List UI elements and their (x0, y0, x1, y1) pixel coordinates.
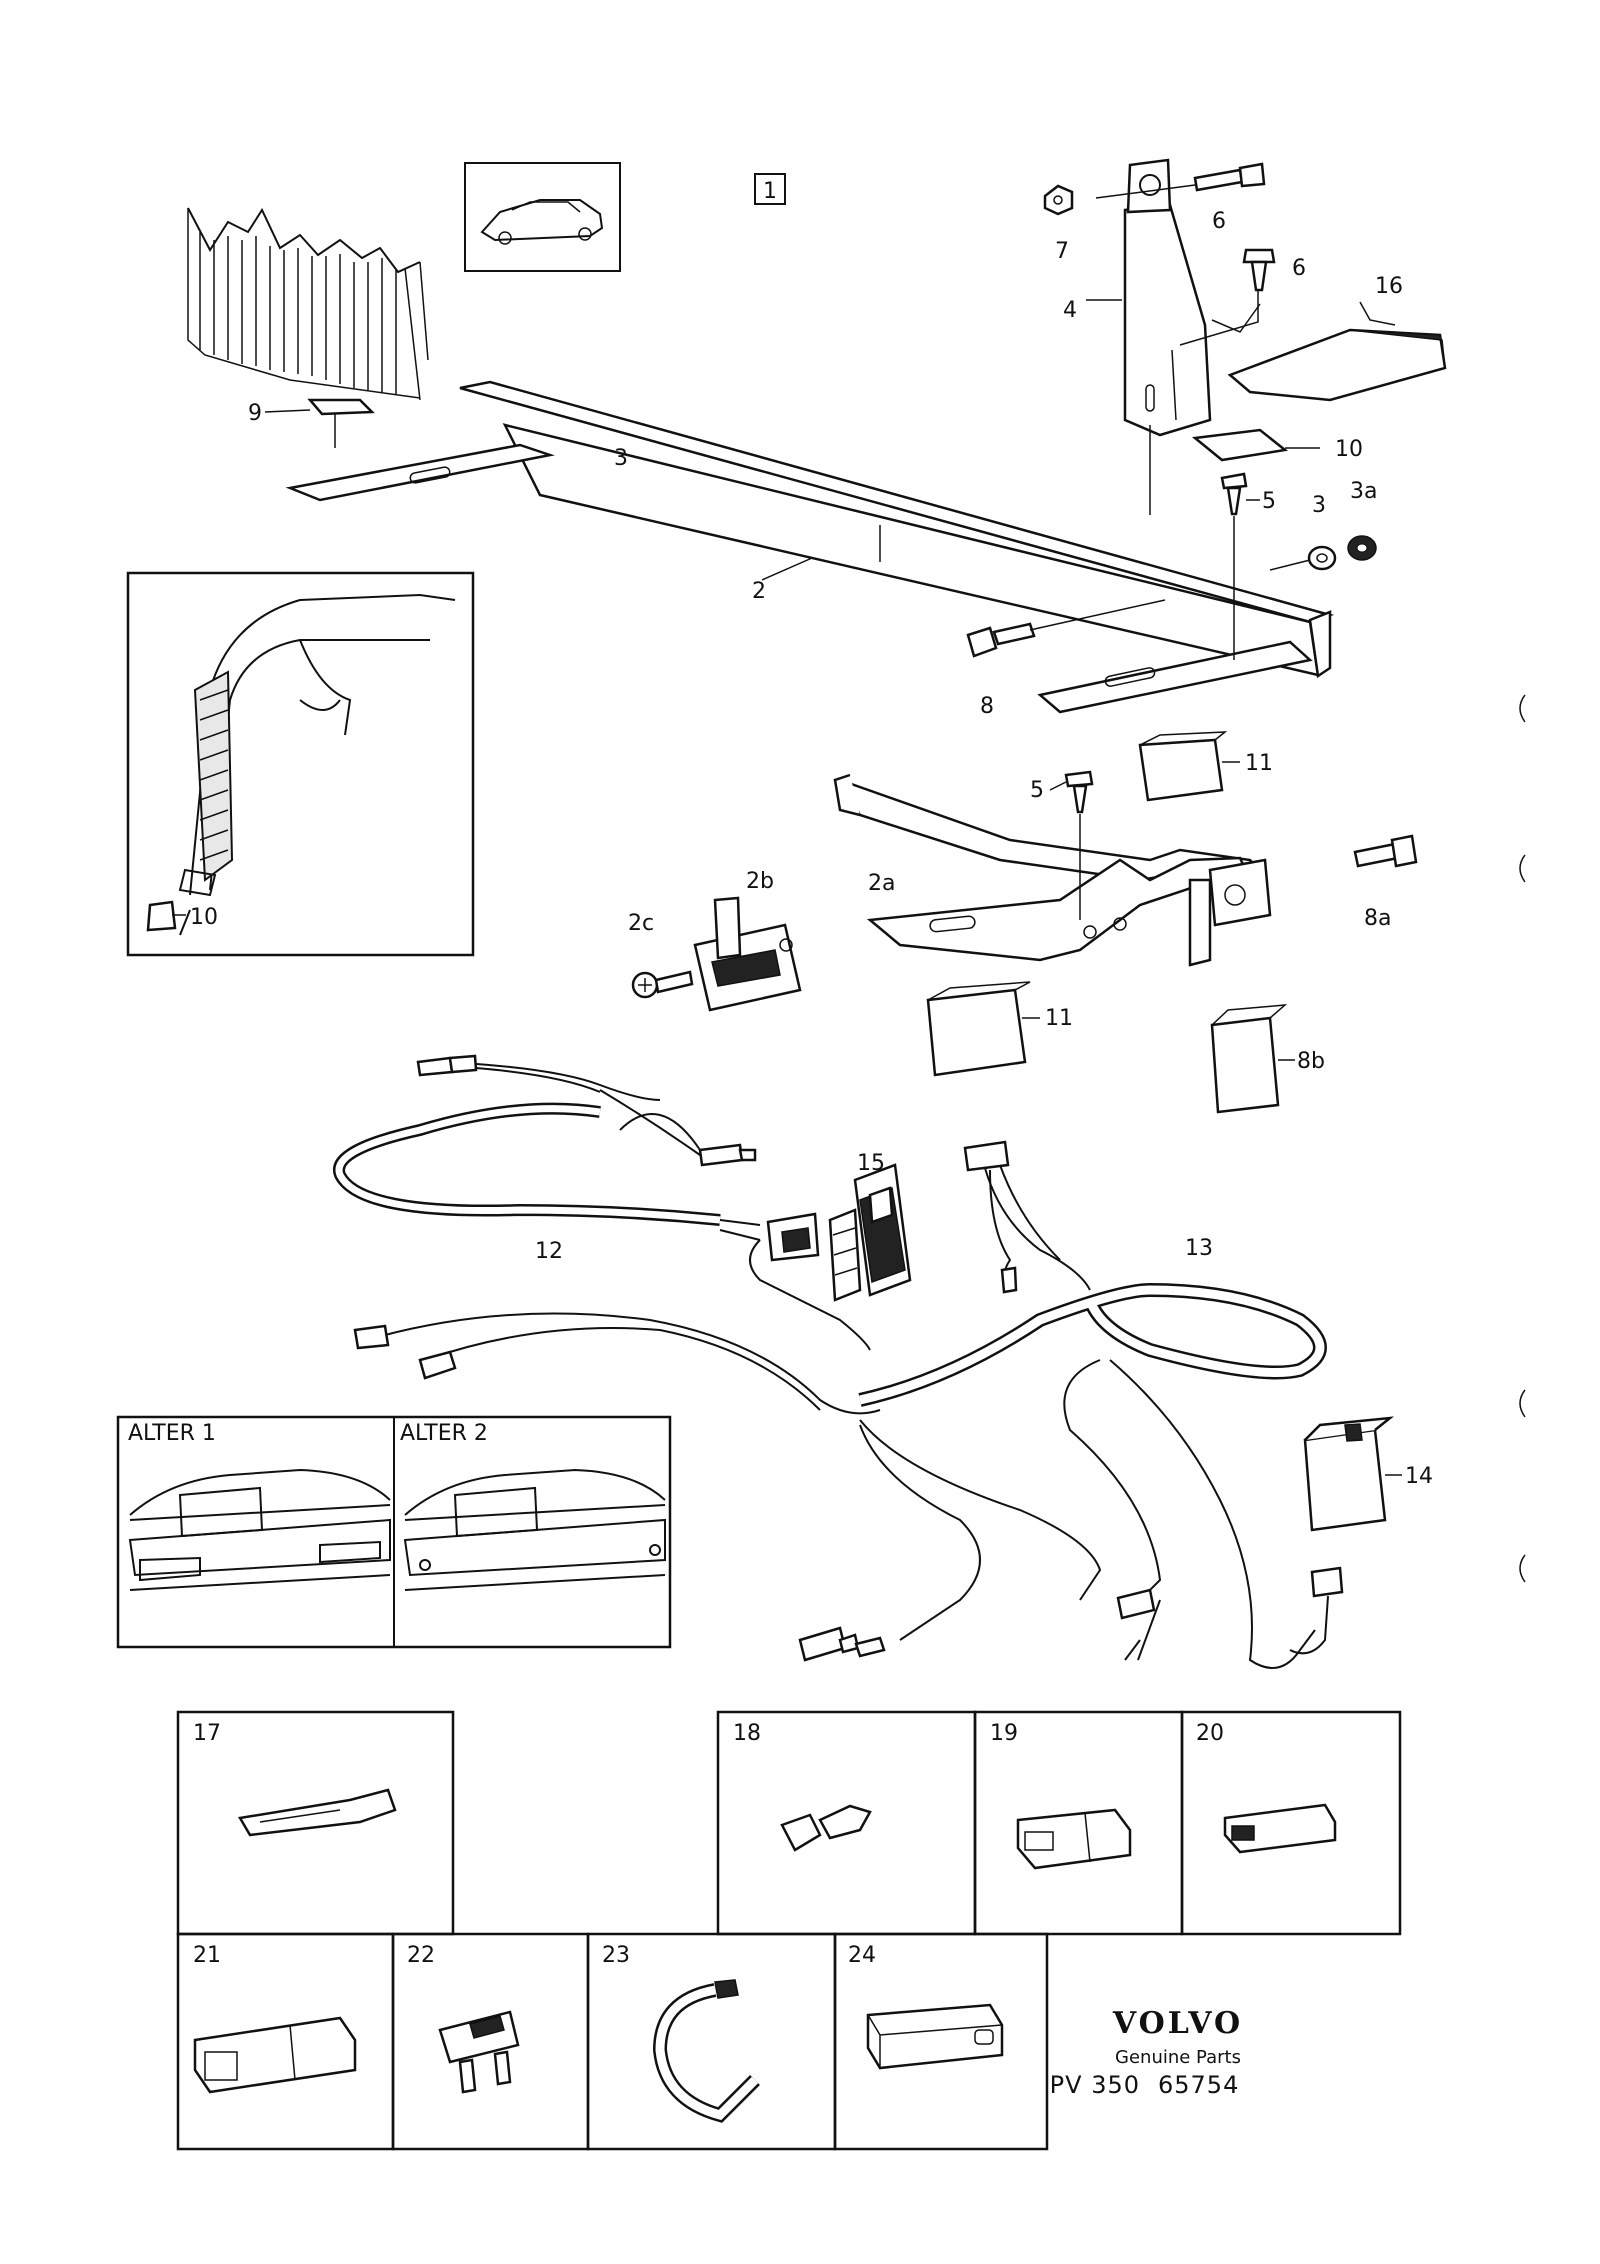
part-3-washer (1307, 545, 1337, 571)
callout-3-washer: 3 (1312, 493, 1326, 518)
part-box-17: 17 (176, 1710, 455, 1936)
callout-5-lower: 5 (1030, 778, 1044, 803)
alter-1-label: ALTER 1 (128, 1421, 216, 1446)
part-2c-screw (631, 970, 694, 999)
part-box-20-label: 20 (1196, 1721, 1224, 1746)
part-15-switch (828, 1163, 912, 1302)
callout-11-lower: 11 (1045, 1006, 1073, 1031)
part-14-relay (1289, 1416, 1395, 1655)
part-box-22: 22 (391, 1932, 590, 2151)
part-box-19-label: 19 (990, 1721, 1018, 1746)
part-7-nut (1043, 184, 1074, 216)
part-box-18: 18 (716, 1710, 977, 1936)
part-box-21-label: 21 (193, 1943, 221, 1968)
alter-2-car-front (403, 1468, 666, 1591)
callout-9: 9 (248, 401, 262, 426)
part-box-19: 19 (973, 1710, 1184, 1936)
callout-16: 16 (1375, 274, 1403, 299)
part-8-bolt (966, 599, 1166, 658)
callout-8a: 8a (1364, 906, 1391, 931)
callout-labels: 2 2a 2b 2c 3 3 3a 4 5 5 6 6 7 8 8a 8b 9 … (190, 209, 1433, 1489)
group-number-box: 1 (754, 173, 786, 205)
callout-6-screw: 6 (1292, 256, 1306, 281)
part-10-pad-right (1191, 428, 1288, 462)
reference-number: 65754 (1158, 2071, 1239, 2099)
reference-prefix: PV 350 (1050, 2071, 1140, 2099)
part-16-plate (1227, 328, 1447, 402)
part-3a-nut (1269, 535, 1377, 571)
brand-logo: VOLVO (1112, 2006, 1243, 2041)
part-box-20: 20 (1180, 1710, 1402, 1936)
part-box-17-label: 17 (193, 1721, 221, 1746)
callout-2b: 2b (746, 869, 774, 894)
part-11-block-lower (926, 981, 1031, 1077)
callout-8: 8 (980, 694, 994, 719)
part-2-crossbar (285, 380, 1335, 714)
part-8b-block (1210, 1004, 1288, 1114)
part-11-block-upper (1138, 731, 1228, 802)
margin-marks (1519, 694, 1526, 1583)
car-thumbnail (464, 162, 621, 272)
callout-7: 7 (1055, 239, 1069, 264)
group-number: 1 (763, 179, 777, 204)
callout-2c: 2c (628, 911, 654, 936)
part-8a-bolt (1353, 834, 1418, 868)
callout-8b: 8b (1297, 1049, 1325, 1074)
callout-10-pad: 10 (1335, 437, 1363, 462)
part-box-24: 24 (833, 1932, 1049, 2151)
part-2b-clip (693, 896, 802, 1012)
part-6-bolt-top (1095, 162, 1266, 199)
callout-6-top: 6 (1212, 209, 1226, 234)
callout-12: 12 (535, 1239, 563, 1264)
part-2a-bracket (833, 773, 1272, 967)
part-box-21: 21 (176, 1932, 395, 2151)
callout-3a: 3a (1350, 479, 1377, 504)
callout-3: 3 (614, 446, 628, 471)
alter-variants-box: ALTER 1 ALTER 2 (116, 1415, 672, 1649)
callout-14: 14 (1405, 1464, 1433, 1489)
part-5-screw-upper (1220, 472, 1248, 660)
callout-4: 4 (1063, 298, 1077, 323)
callout-10-hood: 10 (190, 905, 218, 930)
part-box-22-label: 22 (407, 1943, 435, 1968)
part-9-clip (307, 398, 375, 448)
part-box-23: 23 (586, 1932, 837, 2151)
hood-detail-box (126, 571, 475, 957)
callout-15: 15 (857, 1151, 885, 1176)
alter-1-car-front (128, 1468, 391, 1591)
callout-2a: 2a (868, 871, 895, 896)
part-6-screw (1179, 248, 1276, 346)
leader-lines (172, 299, 1402, 1476)
brand-tagline: Genuine Parts (1115, 2047, 1241, 2068)
grille-sketch (187, 207, 429, 401)
part-13-harness (353, 1140, 1327, 1669)
callout-5-upper: 5 (1262, 489, 1276, 514)
callout-13: 13 (1185, 1236, 1213, 1261)
part-box-23-label: 23 (602, 1943, 630, 1968)
alter-2-label: ALTER 2 (400, 1421, 488, 1446)
brand-block: VOLVO Genuine Parts PV 350 65754 (1050, 2006, 1243, 2099)
callout-11-upper: 11 (1245, 751, 1273, 776)
callout-2: 2 (752, 579, 766, 604)
part-box-24-label: 24 (848, 1943, 876, 1968)
part-5-screw-lower (1064, 770, 1094, 920)
part-4-bracket (1123, 158, 1212, 515)
part-12-harness (333, 1054, 871, 1351)
part-box-18-label: 18 (733, 1721, 761, 1746)
